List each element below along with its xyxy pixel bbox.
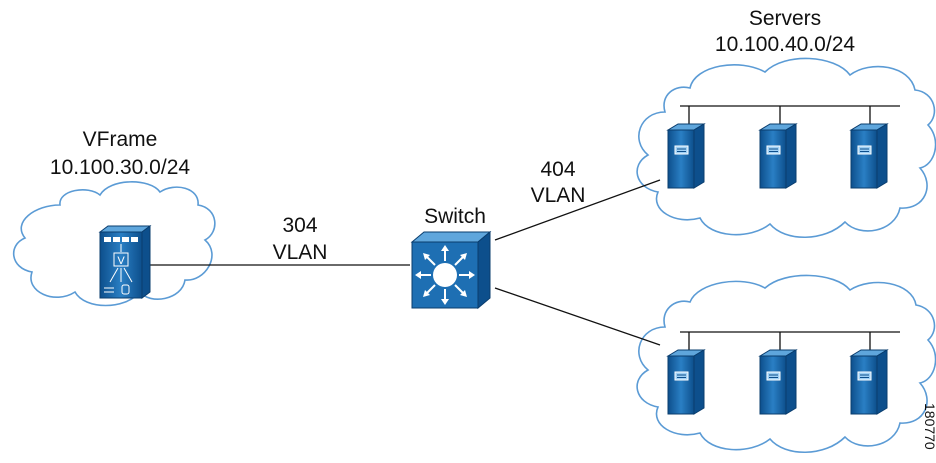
server-icon (759, 349, 797, 415)
vlan-304-label: VLAN (272, 241, 328, 264)
switch-icon (410, 230, 492, 310)
vlan-404-label: VLAN (530, 184, 586, 207)
server-icon (850, 349, 888, 415)
server-icon (667, 123, 705, 189)
vlan-304-id-label: 304 (282, 214, 318, 237)
servers-name-label: Servers (748, 7, 822, 30)
vframe-subnet-label: 10.100.30.0/24 (49, 156, 191, 179)
vframe-device-icon: V (98, 225, 152, 299)
figure-id-label: 180770 (922, 403, 936, 450)
servers-subnet-label: 10.100.40.0/24 (714, 33, 856, 56)
second-servers-bus (680, 331, 900, 350)
link-switch-second-servers (494, 287, 661, 346)
servers-bus (680, 105, 900, 124)
vframe-device-glyph: V (117, 255, 125, 267)
server-icon (667, 349, 705, 415)
vlan-404-id-label: 404 (540, 158, 576, 181)
server-icon (759, 123, 797, 189)
server-icon (850, 123, 888, 189)
vframe-name-label: VFrame (82, 128, 158, 151)
switch-label: Switch (424, 205, 486, 228)
link-switch-servers (494, 179, 661, 241)
